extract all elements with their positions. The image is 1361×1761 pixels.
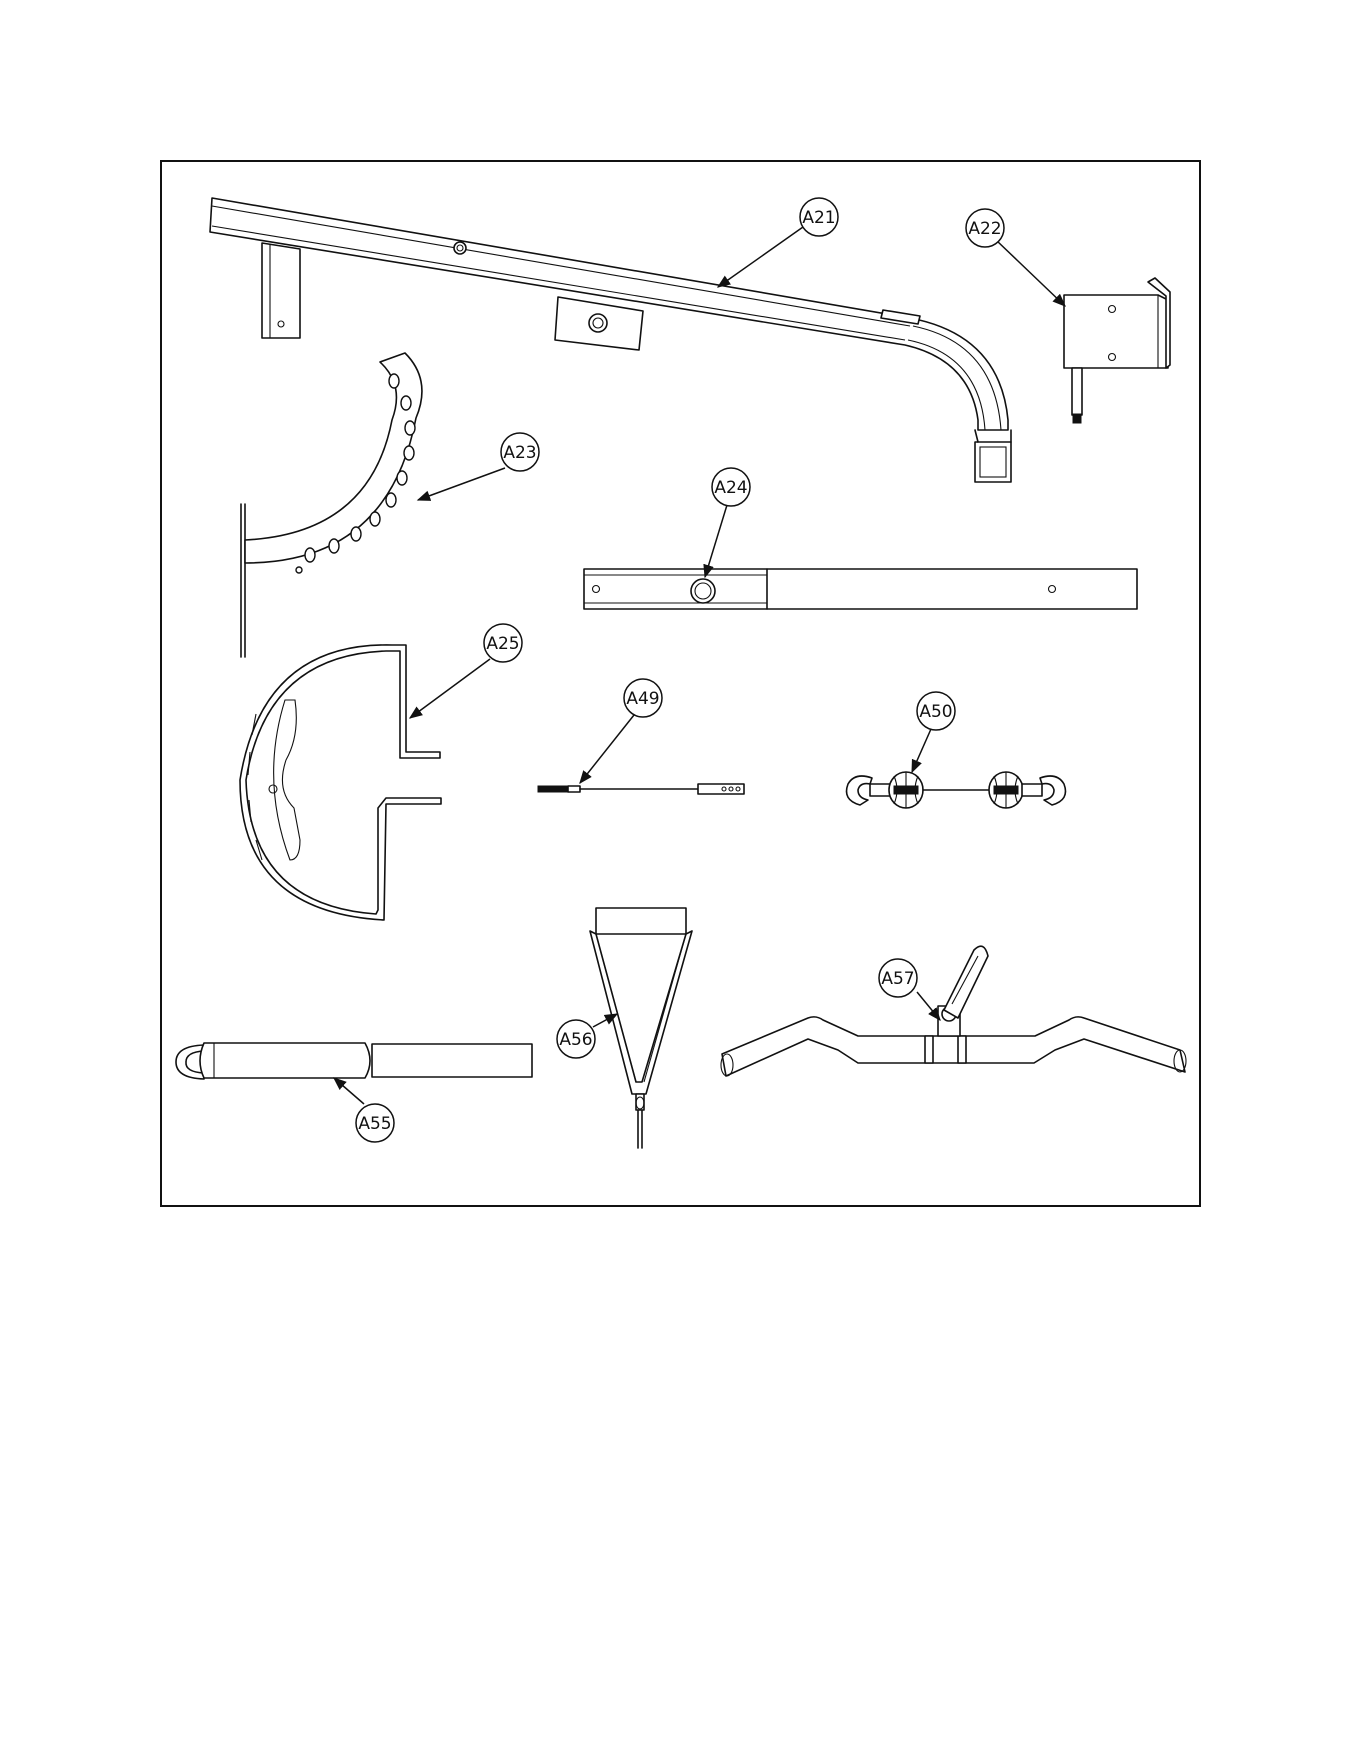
part-a55-handle	[176, 1043, 532, 1079]
callout-a22-label: A22	[968, 219, 1001, 239]
part-a50-cable-stoppers	[847, 772, 1066, 808]
part-a49-cable	[538, 784, 744, 794]
part-a21-arm	[210, 198, 1011, 482]
callout-a57: A57	[879, 959, 940, 1020]
callout-a55-label: A55	[358, 1114, 391, 1134]
callout-a23: A23	[418, 433, 539, 500]
callout-a21-label: A21	[802, 208, 835, 228]
part-a23-slotted-arc	[241, 353, 422, 657]
callout-a25-label: A25	[486, 634, 519, 654]
callout-a21: A21	[718, 198, 838, 287]
part-a25-guard	[240, 645, 441, 920]
part-a57-lat-bar	[721, 946, 1186, 1076]
callout-a55: A55	[334, 1078, 394, 1142]
part-a56-strap	[590, 908, 692, 1148]
callout-a24-label: A24	[714, 478, 747, 498]
part-a22-bracket	[1064, 278, 1170, 423]
callout-a56-label: A56	[559, 1030, 592, 1050]
callout-a50-label: A50	[919, 702, 952, 722]
callout-a49-label: A49	[626, 689, 659, 709]
callout-a25: A25	[410, 624, 522, 718]
callout-a49: A49	[580, 679, 662, 783]
callout-a56: A56	[557, 1014, 617, 1058]
callout-a24: A24	[705, 468, 750, 577]
part-a24-tube	[584, 569, 1137, 609]
callout-a50: A50	[912, 692, 955, 772]
callout-a23-label: A23	[503, 443, 536, 463]
callout-a22: A22	[966, 209, 1065, 306]
callout-a57-label: A57	[881, 969, 914, 989]
